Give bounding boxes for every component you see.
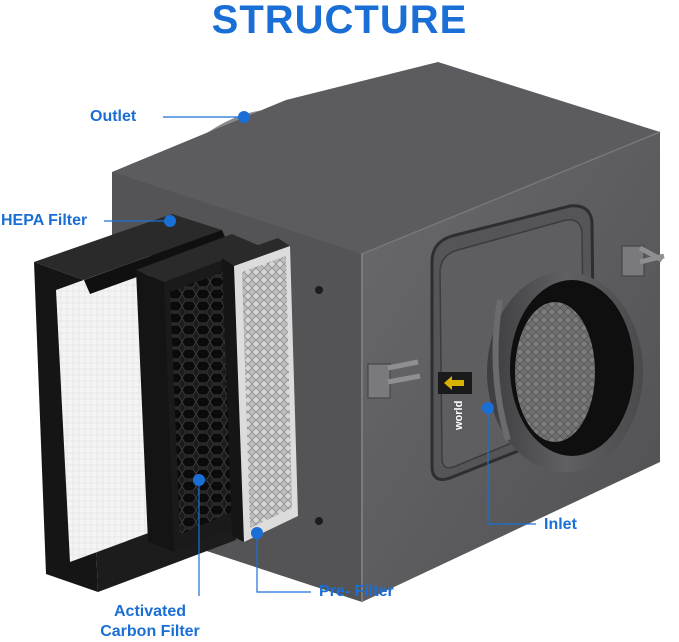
activated-carbon-filter-label: Activated Carbon Filter	[80, 602, 220, 642]
hepa-filter-label: HEPA Filter	[1, 212, 88, 229]
inlet-label: Inlet	[544, 516, 577, 533]
leader-hepa-filter	[104, 215, 176, 227]
outlet-label: Outlet	[90, 108, 137, 125]
mounting-bracket-left	[367, 359, 421, 399]
brand-text: world	[453, 401, 465, 431]
page-title: STRUCTURE	[211, 0, 468, 42]
leader-outlet	[163, 111, 250, 123]
leader-activated-carbon-filter	[193, 474, 205, 596]
activated-carbon-filter-label-line2: Carbon Filter	[100, 623, 200, 640]
mounting-bracket-right	[621, 245, 665, 277]
housing-top	[112, 62, 660, 254]
airflow-arrow-label	[438, 372, 472, 394]
leader-pre-filter	[251, 527, 311, 593]
screw	[315, 286, 323, 294]
pre-filter	[222, 238, 298, 542]
activated-carbon-filter-label-line1: Activated	[113, 603, 187, 620]
screw	[315, 517, 323, 525]
pre-filter-label: Pre- Filter	[319, 583, 394, 600]
leader-inlet	[482, 402, 536, 525]
